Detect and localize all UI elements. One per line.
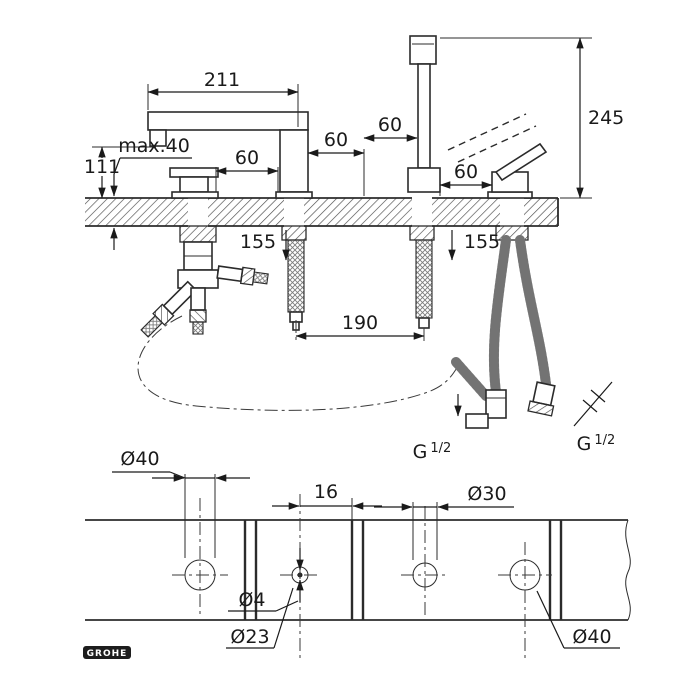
dimension-dia23: Ø23 [226,587,294,649]
dimension-155-1: 155 [240,230,290,261]
dim-155-label: 155 [464,231,500,253]
dia40-bottom-label: Ø40 [572,626,611,648]
check-valve-assembly [140,241,269,338]
dim-16-label: 16 [314,481,338,503]
hand-shower-wand [417,63,431,169]
dim-60-label: 60 [454,161,478,183]
mounting-deck [85,197,559,227]
dimension-245: 245 [440,37,624,199]
dia4-label: Ø4 [238,589,265,611]
valve-handle [169,167,219,199]
dia23-label: Ø23 [230,626,269,648]
dimension-60-1: 60 [215,147,279,192]
dim-60-label: 60 [235,147,259,169]
down-connector [189,287,207,335]
lever-handle [494,142,548,182]
hole-23 [280,494,320,658]
thread-fitting [527,381,556,417]
dimension-dia40-bottom: Ø40 [536,590,620,649]
dim-190-label: 190 [342,312,378,334]
flex-hose-shower [415,239,433,329]
spout-outlet [149,129,167,147]
dimension-dia30: Ø30 [374,483,514,560]
dimension-60-3: 60 [363,114,418,142]
dimension-dia4: Ø4 [228,548,304,612]
dimension-dia40-top: Ø40 [112,448,250,558]
dim-245-label: 245 [588,107,624,129]
brand-logo: GROHE [83,646,131,659]
hole-30 [401,506,449,616]
dimension-16: 16 [272,481,382,520]
shower-hose-routing [137,315,459,411]
side-connector [216,265,269,286]
dimension-111: 111 [84,146,156,199]
dim-155-label: 155 [240,231,276,253]
dimension-190: 190 [295,312,425,344]
dimension-60-2: 60 [307,129,365,196]
mounting-nut [409,225,435,241]
deck-hole [500,197,524,227]
dim-60-label: 60 [324,129,348,151]
below-deck-connections [137,225,556,429]
dim-111-label: 111 [84,156,120,178]
hand-shower-holder [407,167,441,193]
hole-40-right [498,542,552,658]
mounting-nut [179,225,217,243]
dimension-155-2: 155 [448,230,500,261]
dimension-60-4: 60 [439,161,493,196]
hand-shower [407,35,441,193]
deck-hole [412,197,432,227]
dimension-max40: max.40 [110,135,192,250]
bath-spout [147,111,313,199]
side-elevation-view: 211 245 111 max.40 60 [84,35,624,463]
hand-shower-head [409,35,437,65]
hole-40-left [172,498,228,614]
dim-60-label: 60 [378,114,402,136]
break-line [625,519,631,621]
lever-swing-line [447,113,527,151]
deck-hole [188,197,208,227]
dia30-label: Ø30 [467,483,506,505]
angled-connector [140,280,198,338]
mixer-lever-unit [447,113,548,199]
dimension-211: 211 [147,69,299,127]
plan-view: Ø40 16 Ø30 [85,448,631,658]
elbow-fitting [465,389,507,429]
dim-211-label: 211 [204,69,240,91]
dia40-top-label: Ø40 [120,448,159,470]
flex-hose-spout [287,239,305,331]
lever-swing-line [457,125,537,163]
dim-max40-label: max.40 [118,135,190,157]
deck-hatch-area [85,198,558,226]
brand-logo-text: GROHE [87,649,128,659]
deck-hole [284,197,304,227]
